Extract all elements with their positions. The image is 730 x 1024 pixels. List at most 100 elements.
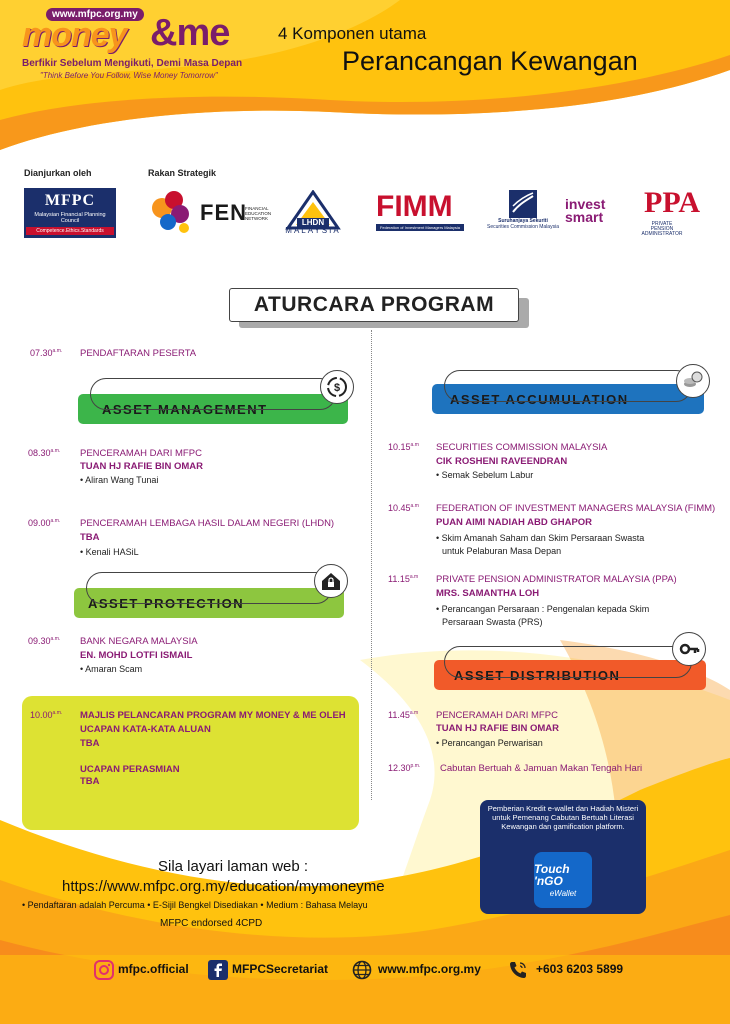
instagram-handle[interactable]: mfpc.official bbox=[118, 962, 189, 976]
time-value: 10.00 bbox=[30, 710, 53, 720]
header-title: Perancangan Kewangan bbox=[342, 46, 638, 76]
visit-label: Sila layari laman web : bbox=[158, 858, 309, 875]
time-value: 10.15 bbox=[388, 442, 411, 452]
sc-logo-sub: Securities Commission Malaysia bbox=[487, 224, 559, 230]
event-title: PENCERAMAH DARI MFPC bbox=[80, 448, 202, 459]
facebook-icon bbox=[208, 960, 228, 980]
investsmart-logo-text: invest smart bbox=[565, 196, 606, 225]
phone-icon bbox=[510, 962, 526, 978]
time-1145: 11.45a.m bbox=[388, 710, 418, 720]
event-topic: • Perancangan Persaraan : Pengenalan kep… bbox=[436, 604, 650, 614]
time-value: 09.00 bbox=[28, 518, 51, 528]
ppa-logo-text: PPA bbox=[644, 186, 701, 219]
time-value: 10.45 bbox=[388, 503, 411, 513]
facebook-handle[interactable]: MFPCSecretariat bbox=[232, 962, 329, 976]
time-0930: 09.30a.m. bbox=[28, 636, 60, 646]
event-speaker: CIK ROSHENI RAVEENDRAN bbox=[436, 456, 568, 467]
lhdn-logo-icon: LHDN bbox=[285, 190, 341, 230]
organised-by-label: Dianjurkan oleh bbox=[24, 168, 92, 178]
event-title: PENCERAMAH LEMBAGA HASIL DALAM NEGERI (L… bbox=[80, 518, 335, 529]
event-speaker: TUAN HJ RAFIE BIN OMAR bbox=[80, 461, 203, 472]
time-1000: 10.00a.m. bbox=[30, 710, 62, 720]
time-ampm: a.m. bbox=[50, 636, 61, 642]
fimm-logo-bar: Federation of Investment Managers Malays… bbox=[376, 224, 464, 231]
section-asset-distribution-outline bbox=[444, 646, 692, 678]
fen-logo-text: FEN bbox=[200, 200, 247, 225]
endorsed-note: MFPC endorsed 4CPD bbox=[160, 918, 263, 929]
event-topic: • Perancangan Perwarisan bbox=[436, 738, 543, 748]
time-ampm: a.m bbox=[409, 574, 419, 580]
phone-number[interactable]: +603 6203 5899 bbox=[536, 962, 624, 976]
event-title: PENCERAMAH DARI MFPC bbox=[436, 710, 558, 721]
website-link[interactable]: www.mfpc.org.my bbox=[378, 962, 481, 976]
event-title: MAJLIS PELANCARAN PROGRAM MY MONEY & ME … bbox=[80, 710, 346, 721]
time-ampm: a.m bbox=[410, 503, 419, 509]
money-cycle-icon: $ bbox=[320, 370, 354, 404]
event-topic: • Aliran Wang Tunai bbox=[80, 475, 159, 485]
touchngo-logo: Touch 'nGO eWallet bbox=[534, 852, 592, 908]
event-speaker: TBA bbox=[80, 738, 100, 749]
event-speaker: MRS. SAMANTHA LOH bbox=[436, 588, 540, 599]
timeline-divider bbox=[371, 330, 372, 800]
time-1115: 11.15a.m bbox=[388, 574, 418, 584]
time-value: 11.45 bbox=[388, 710, 410, 720]
time-ampm: a.m. bbox=[52, 348, 63, 354]
sc-logo-text: Suruhanjaya Sekuriti Securities Commissi… bbox=[487, 218, 559, 230]
strategic-partner-label: Rakan Strategik bbox=[148, 168, 217, 178]
time-1045: 10.45a.m bbox=[388, 503, 419, 513]
fimm-logo-text: FIMM bbox=[376, 190, 453, 223]
time-0830: 08.30a.m. bbox=[28, 448, 60, 458]
section-asset-management-outline bbox=[90, 378, 336, 410]
section-asset-accumulation: ASSET ACCUMULATION bbox=[432, 384, 704, 414]
time-ampm: a.m. bbox=[50, 518, 61, 524]
event-topic: • Skim Amanah Saham dan Skim Persaraan S… bbox=[436, 533, 645, 543]
lhdn-logo-sub: MALAYSIA bbox=[285, 226, 341, 235]
sc-logo-name: Suruhanjaya Sekuriti bbox=[498, 218, 548, 224]
launch-highlight-box bbox=[22, 696, 359, 830]
instagram-icon bbox=[94, 960, 114, 980]
header-subtitle: 4 Komponen utama bbox=[278, 24, 427, 43]
ewallet-text: Pemberian Kredit e-wallet dan Hadiah Mis… bbox=[487, 804, 639, 831]
logo-tagline-en: "Think Before You Follow, Wise Money Tom… bbox=[40, 71, 218, 80]
ppa-logo-sub: PRIVATE PENSION ADMINISTRATOR bbox=[641, 221, 683, 237]
logo-money-text: money bbox=[22, 16, 128, 54]
time-ampm: a.m bbox=[409, 710, 419, 716]
section-asset-accumulation-outline bbox=[444, 370, 692, 402]
event-speaker: TBA bbox=[80, 532, 100, 543]
touchngo-ewallet: eWallet bbox=[549, 888, 577, 898]
section-asset-protection-outline bbox=[86, 572, 332, 604]
touchngo-brand: Touch 'nGO bbox=[534, 861, 570, 888]
globe-icon bbox=[352, 960, 372, 980]
mfpc-logo: MFPC Malaysian Financial Planning Counci… bbox=[24, 188, 116, 238]
mfpc-logo-name: MFPC bbox=[44, 191, 96, 209]
time-value: 12.30 bbox=[388, 763, 411, 773]
event-speaker: TBA bbox=[80, 776, 100, 787]
time-value: 09.30 bbox=[28, 636, 51, 646]
lhdn-logo-name: LHDN bbox=[302, 218, 324, 227]
time-value: 11.15 bbox=[388, 574, 410, 584]
time-value: 08.30 bbox=[28, 448, 51, 458]
time-value: 07.30 bbox=[30, 348, 53, 358]
time-0730: 07.30a.m. bbox=[30, 348, 62, 358]
time-ampm: a.m. bbox=[50, 448, 61, 454]
event-title: FEDERATION OF INVESTMENT MANAGERS MALAYS… bbox=[436, 503, 716, 514]
sc-logo-icon bbox=[509, 190, 537, 218]
svg-text:$: $ bbox=[334, 382, 340, 394]
section-asset-distribution: ASSET DISTRIBUTION bbox=[434, 660, 706, 690]
key-icon bbox=[672, 632, 706, 666]
time-ampm: a.m bbox=[410, 442, 419, 448]
event-title: PENDAFTARAN PESERTA bbox=[80, 348, 197, 359]
event-speaker: EN. MOHD LOTFI ISMAIL bbox=[80, 650, 193, 661]
event-title: SECURITIES COMMISSION MALAYSIA bbox=[436, 442, 608, 453]
program-title: ATURCARA PROGRAM bbox=[229, 288, 519, 322]
event-topic: • Amaran Scam bbox=[80, 664, 143, 674]
event-subtitle: UCAPAN PERASMIAN bbox=[80, 764, 180, 775]
event-title: BANK NEGARA MALAYSIA bbox=[80, 636, 198, 647]
features-list: • Pendaftaran adalah Percuma • E-Sijil B… bbox=[22, 900, 368, 910]
event-title: Cabutan Bertuah & Jamuan Makan Tengah Ha… bbox=[440, 763, 643, 774]
event-topic-cont: untuk Pelaburan Masa Depan bbox=[442, 546, 562, 556]
event-topic: • Kenali HASiL bbox=[80, 547, 139, 557]
time-1015: 10.15a.m bbox=[388, 442, 419, 452]
website-url-link[interactable]: https://www.mfpc.org.my/education/mymone… bbox=[62, 878, 385, 895]
mfpc-logo-tagline: Competence.Ethics.Standards bbox=[26, 226, 114, 235]
